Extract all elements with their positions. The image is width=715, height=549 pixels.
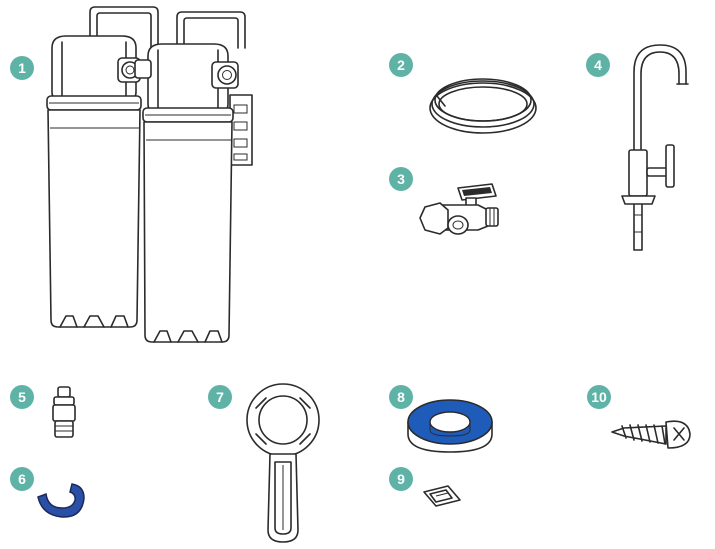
svg-text:9: 9 [397, 471, 405, 487]
faucet-icon [621, 44, 689, 251]
tubing-coil-icon [429, 78, 537, 134]
housing-wrench-icon [246, 383, 320, 543]
badge-4: 4 [586, 53, 610, 77]
badge-2: 2 [389, 53, 413, 77]
ptfe-tape-icon [407, 399, 493, 453]
badge-3: 3 [389, 167, 413, 191]
badge-10: 10 [587, 385, 611, 409]
badge-6: 6 [10, 467, 34, 491]
badge-8: 8 [389, 385, 413, 409]
badge-7: 7 [208, 385, 232, 409]
razor-blade-icon [423, 485, 461, 507]
badge-5: 5 [10, 385, 34, 409]
svg-text:4: 4 [594, 57, 602, 73]
badge-9: 9 [389, 467, 413, 491]
svg-text:1: 1 [18, 60, 26, 76]
svg-text:10: 10 [591, 389, 607, 405]
badge-1: 1 [10, 56, 34, 80]
svg-text:2: 2 [397, 57, 405, 73]
locking-clip-icon [37, 483, 85, 518]
dual-filter-housing-icon [46, 6, 253, 343]
svg-text:3: 3 [397, 171, 405, 187]
svg-text:5: 5 [18, 389, 26, 405]
svg-text:7: 7 [216, 389, 224, 405]
svg-text:6: 6 [18, 471, 26, 487]
wood-screw-icon [611, 420, 691, 449]
quick-connect-fitting-icon [52, 386, 76, 438]
svg-text:8: 8 [397, 389, 405, 405]
feed-valve-icon [419, 183, 499, 235]
